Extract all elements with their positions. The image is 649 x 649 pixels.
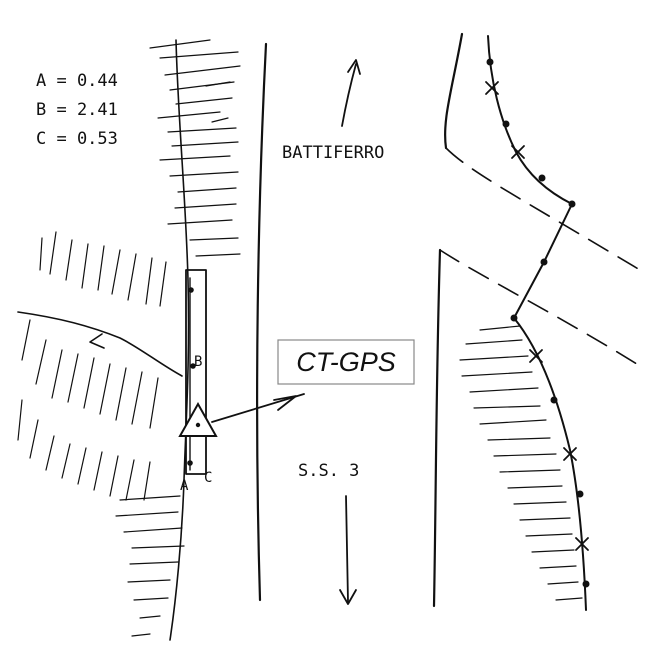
measurement-list: A = 0.44 B = 2.41 C = 0.53 [36,71,118,149]
traverse-crosses [485,81,589,551]
measurement-c: C = 0.53 [36,129,118,149]
gps-station-marker [178,401,218,437]
station-label: CT-GPS [296,347,396,377]
point-a [187,460,193,466]
stream-line [17,311,183,377]
slope-edge-line [169,39,190,641]
road-edges [256,32,464,608]
traverse-points [486,58,590,588]
side-road-dashes [439,147,641,367]
road-label-south: S.S. 3 [298,461,359,481]
point-a-label: A [180,478,189,494]
right-slope-hachures [459,325,583,601]
measurement-a: A = 0.44 [36,71,118,91]
triangle-icon [178,401,218,437]
point-b [190,363,196,369]
point-c-label: C [204,470,212,486]
survey-traverse [485,35,590,611]
south-arrow [339,495,357,605]
north-arrow [341,59,361,127]
road-label-north: BATTIFERRO [282,143,384,163]
bar-rectangle [185,269,207,475]
station-label-box: CT-GPS [277,339,415,385]
station-leader-line [211,393,305,423]
point-top [188,287,194,293]
measurement-bar: B A C [180,269,212,494]
point-b-label: B [194,354,202,370]
measurement-b: B = 2.41 [36,100,118,120]
